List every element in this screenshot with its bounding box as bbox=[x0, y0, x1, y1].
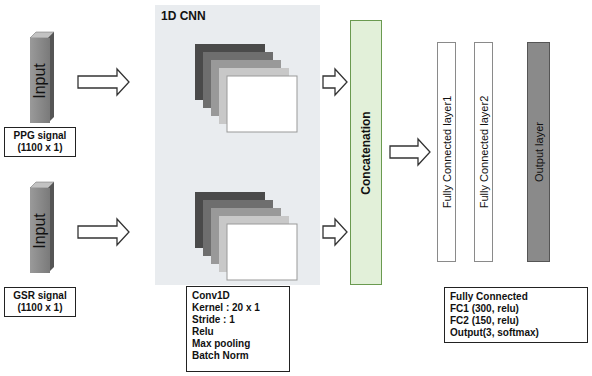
heading-text: 1D CNN bbox=[155, 5, 320, 27]
vertical-label: Fully Connected layer2 bbox=[478, 96, 490, 209]
body-text: Stride : 1 bbox=[192, 314, 284, 326]
fc-layer-bar: Fully Connected layer1 bbox=[437, 42, 456, 262]
layer-spec-box: Fully ConnectedFC1 (300, relu)FC2 (150, … bbox=[444, 287, 588, 343]
block-arrow bbox=[390, 139, 430, 165]
body-text: FC1 (300, relu) bbox=[450, 303, 582, 315]
heading-text: Fully Connected bbox=[450, 291, 582, 303]
block-arrow bbox=[78, 219, 129, 245]
vertical-label: Fully Connected layer1 bbox=[441, 96, 453, 209]
fc-layer-bar: Fully Connected layer2 bbox=[474, 42, 493, 262]
body-text: FC2 (150, relu) bbox=[450, 315, 582, 327]
cnn-panel: 1D CNN bbox=[155, 5, 320, 285]
output-layer-bar: Output layer bbox=[527, 42, 550, 262]
body-text: Relu bbox=[192, 326, 284, 338]
heading-text: Conv1D bbox=[192, 290, 284, 302]
block-arrow bbox=[78, 69, 129, 95]
vertical-label: Concatenation bbox=[359, 111, 373, 194]
input-block: Input bbox=[30, 38, 50, 123]
input-block: Input bbox=[30, 188, 50, 273]
cnn-panel-ground bbox=[155, 5, 320, 285]
block-arrow bbox=[323, 219, 347, 245]
vertical-label: Input bbox=[31, 213, 49, 249]
feature-map-stack bbox=[195, 192, 297, 280]
heading-text: PPG signal (1100 x 1) bbox=[8, 130, 72, 154]
body-text: Max pooling bbox=[192, 338, 284, 350]
signal-label-box: PPG signal (1100 x 1) bbox=[4, 127, 76, 157]
body-text: Output(3, softmax) bbox=[450, 327, 582, 339]
concatenation-bar: Concatenation bbox=[350, 20, 382, 285]
heading-text: GSR signal (1100 x 1) bbox=[8, 290, 72, 314]
vertical-label: Output layer bbox=[533, 122, 545, 182]
signal-label-box: GSR signal (1100 x 1) bbox=[4, 287, 76, 317]
feature-map-stack bbox=[195, 44, 297, 132]
layer-spec-box: Conv1DKernel : 20 x 1Stride : 1ReluMax p… bbox=[186, 286, 290, 372]
body-text: Batch Norm bbox=[192, 350, 284, 362]
block-arrow bbox=[323, 69, 347, 95]
body-text: Kernel : 20 x 1 bbox=[192, 302, 284, 314]
vertical-label: Input bbox=[31, 63, 49, 99]
